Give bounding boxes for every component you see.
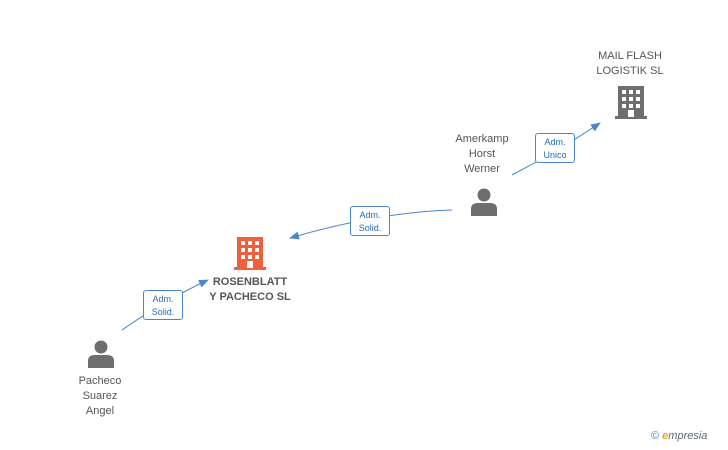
person-icon[interactable] [470,188,498,216]
role-badge-line1: Adm. [544,137,566,147]
role-badge-line1: Adm. [359,210,381,220]
role-badge-line1: Adm. [152,294,174,304]
building-icon-highlighted[interactable] [234,236,266,270]
company-name-mail-flash[interactable]: MAIL FLASH LOGISTIK SL [596,50,664,77]
person-icon[interactable] [87,340,115,368]
brand-initial: e [662,430,669,442]
empresia-logo: © empresia [651,430,707,442]
role-badge-adm-solid[interactable]: Adm. Solid. [143,290,183,320]
copyright-symbol: © [651,430,660,442]
role-badge-adm-unico[interactable]: Adm. Unico [535,133,575,163]
brand-name: mpresia [668,430,708,442]
role-badge-adm-solid[interactable]: Adm. Solid. [350,206,390,236]
role-badge-line2: Unico [543,150,567,160]
person-name-amerkamp[interactable]: Amerkamp Horst Werner [455,133,509,175]
person-name-pacheco[interactable]: Pacheco Suarez Angel [78,375,122,417]
role-badge-line2: Solid. [151,307,175,317]
company-name-rosenblatt[interactable]: ROSENBLATT Y PACHECO SL [209,276,291,303]
role-badge-line2: Solid. [358,223,382,233]
building-icon[interactable] [615,85,647,119]
